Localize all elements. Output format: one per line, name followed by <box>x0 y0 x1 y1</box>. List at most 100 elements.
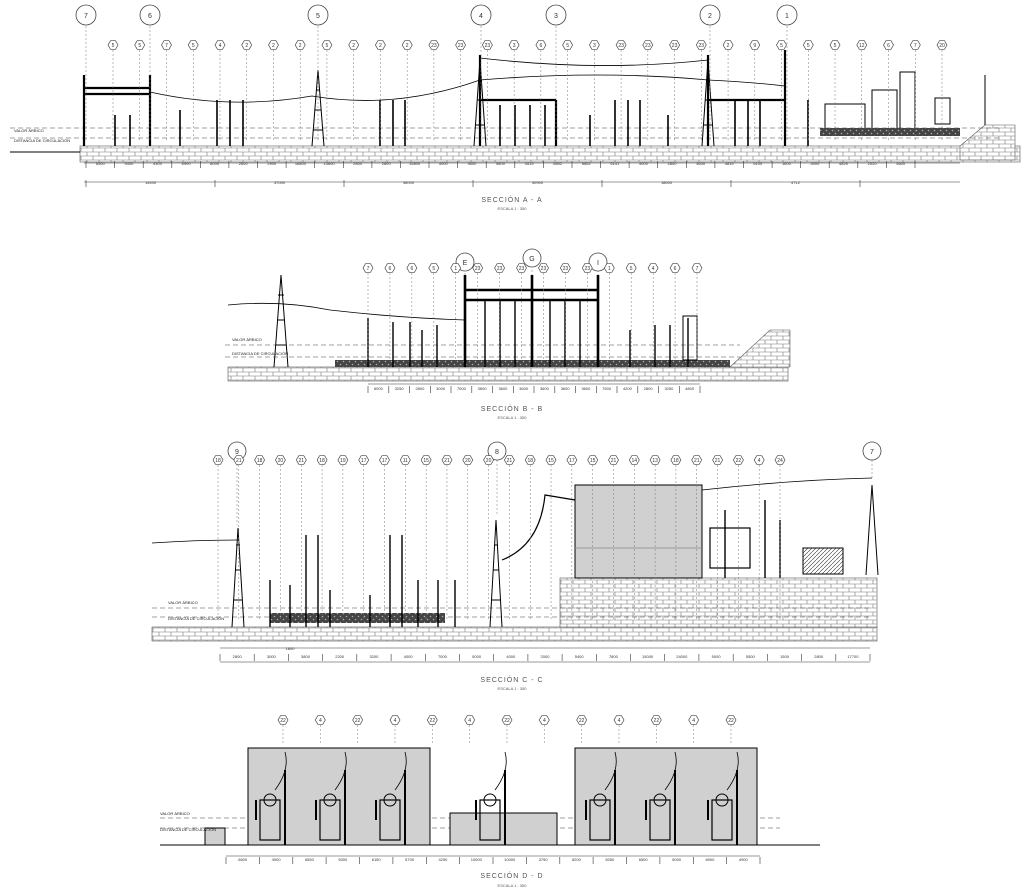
hex-marker <box>352 715 364 725</box>
hex-label: 22 <box>654 718 660 724</box>
section-d-scale: ESCALA 1 : 350 <box>498 883 528 888</box>
hex-label: 22 <box>736 458 742 464</box>
hex-marker <box>802 40 814 50</box>
hex-label: 17 <box>361 458 367 464</box>
hex-marker <box>588 40 600 50</box>
transformer-bay-part <box>589 799 611 841</box>
dimension-value: 5500 <box>746 654 756 659</box>
section-c-scale: ESCALA 1 : 350 <box>498 686 528 691</box>
transformer-bay-part <box>375 770 406 845</box>
dimension-value: 1600 <box>782 161 792 166</box>
hex-label: 23 <box>431 43 437 49</box>
hex-label: 5 <box>834 43 837 49</box>
hex-marker <box>562 40 574 50</box>
transformer-bay-part <box>604 751 617 791</box>
hex-label: 2 <box>245 43 248 49</box>
section-a-distancia: DISTANCIA DE CIRCULACIÓN <box>14 138 70 143</box>
dimension-value: 5800 <box>496 161 506 166</box>
hex-label: 2 <box>299 43 302 49</box>
hex-marker <box>503 455 515 465</box>
dimension-value: 2600 <box>239 161 249 166</box>
section-a-valor: VALOR ÁRBICO <box>14 128 44 133</box>
hex-label: 17 <box>569 458 575 464</box>
section-b-circle-2: G <box>529 256 534 263</box>
hex-label: 22 <box>728 718 734 724</box>
hex-label: 21 <box>236 458 242 464</box>
hex-label: 4 <box>758 458 761 464</box>
hex-marker <box>450 263 462 273</box>
dimension-value: 17700 <box>847 654 859 659</box>
dimension-value: 6600 <box>238 857 248 862</box>
dimension-value: 50900 <box>532 180 544 185</box>
hex-label: 4 <box>543 718 546 724</box>
transformer-bay-part <box>715 793 729 807</box>
transformer-bay-part <box>707 770 738 845</box>
hex-marker <box>406 263 418 273</box>
hex-marker <box>426 715 438 725</box>
hex-label: 23 <box>585 266 591 272</box>
hex-marker <box>642 40 654 50</box>
section-a-circle-7: 1 <box>785 13 789 20</box>
transformer-bay-part <box>593 793 607 807</box>
hex-marker <box>613 715 625 725</box>
hex-label: 23 <box>519 266 525 272</box>
dimension-value: 7500 <box>602 386 612 391</box>
hex-label: 6 <box>674 266 677 272</box>
dimension-value: 3600 <box>478 386 488 391</box>
dimension-value: 4000 <box>404 654 414 659</box>
section-a-circle-6: 2 <box>708 13 712 20</box>
dimension-value: 3600 <box>696 161 706 166</box>
hex-marker <box>134 40 146 50</box>
dimension-value: 4200 <box>623 386 633 391</box>
hex-label: 20 <box>486 458 492 464</box>
hex-marker <box>650 715 662 725</box>
hex-marker <box>348 40 360 50</box>
dimension-value: 10000 <box>471 857 483 862</box>
hex-marker <box>508 40 520 50</box>
hex-label: 9 <box>753 43 756 49</box>
dimension-value: 4000 <box>639 161 649 166</box>
hex-label: 23 <box>458 43 464 49</box>
dimension-value: 4820 <box>839 161 849 166</box>
hex-label: 4 <box>468 718 471 724</box>
hex-marker <box>516 263 527 273</box>
hex-label: 22 <box>579 718 585 724</box>
hex-marker <box>722 40 734 50</box>
section-c-valor: VALOR ÁRBICO <box>168 600 198 605</box>
hex-label: 22 <box>504 718 510 724</box>
dimension-value: 2800 <box>644 386 654 391</box>
hex-label: 4 <box>618 718 621 724</box>
dimension-value: 2800 <box>814 654 824 659</box>
hex-label: 2 <box>379 43 382 49</box>
transformer-bay-part <box>383 793 397 807</box>
transformer-bay-part <box>379 799 401 841</box>
hex-marker <box>455 40 467 50</box>
hex-label: 5 <box>138 43 141 49</box>
hex-marker <box>856 40 868 50</box>
hex-marker <box>774 455 786 465</box>
section-c-circle-1: 9 <box>235 449 239 456</box>
hex-label: 4 <box>652 266 655 272</box>
hex-label: 6 <box>389 266 392 272</box>
hex-marker <box>566 455 578 465</box>
dimension-value: 3600 <box>498 386 508 391</box>
hex-marker <box>316 455 328 465</box>
hex-marker <box>725 715 737 725</box>
hex-label: 5 <box>566 43 569 49</box>
dimension-value: 6200 <box>572 857 582 862</box>
dimension-value: 5000 <box>672 857 682 862</box>
section-a-circle-1: 7 <box>84 13 88 20</box>
transformer-bay-part <box>475 770 506 845</box>
dimension-value: 6500 <box>96 161 106 166</box>
hex-marker <box>581 263 593 273</box>
transformer-bay-part <box>319 799 341 841</box>
hex-label: 4 <box>394 718 397 724</box>
dimension-value: 3000 <box>436 386 446 391</box>
hex-label: 20 <box>465 458 471 464</box>
section-c-title: SECCIÓN C - C <box>480 675 543 684</box>
dimension-value: 4000 <box>506 654 516 659</box>
